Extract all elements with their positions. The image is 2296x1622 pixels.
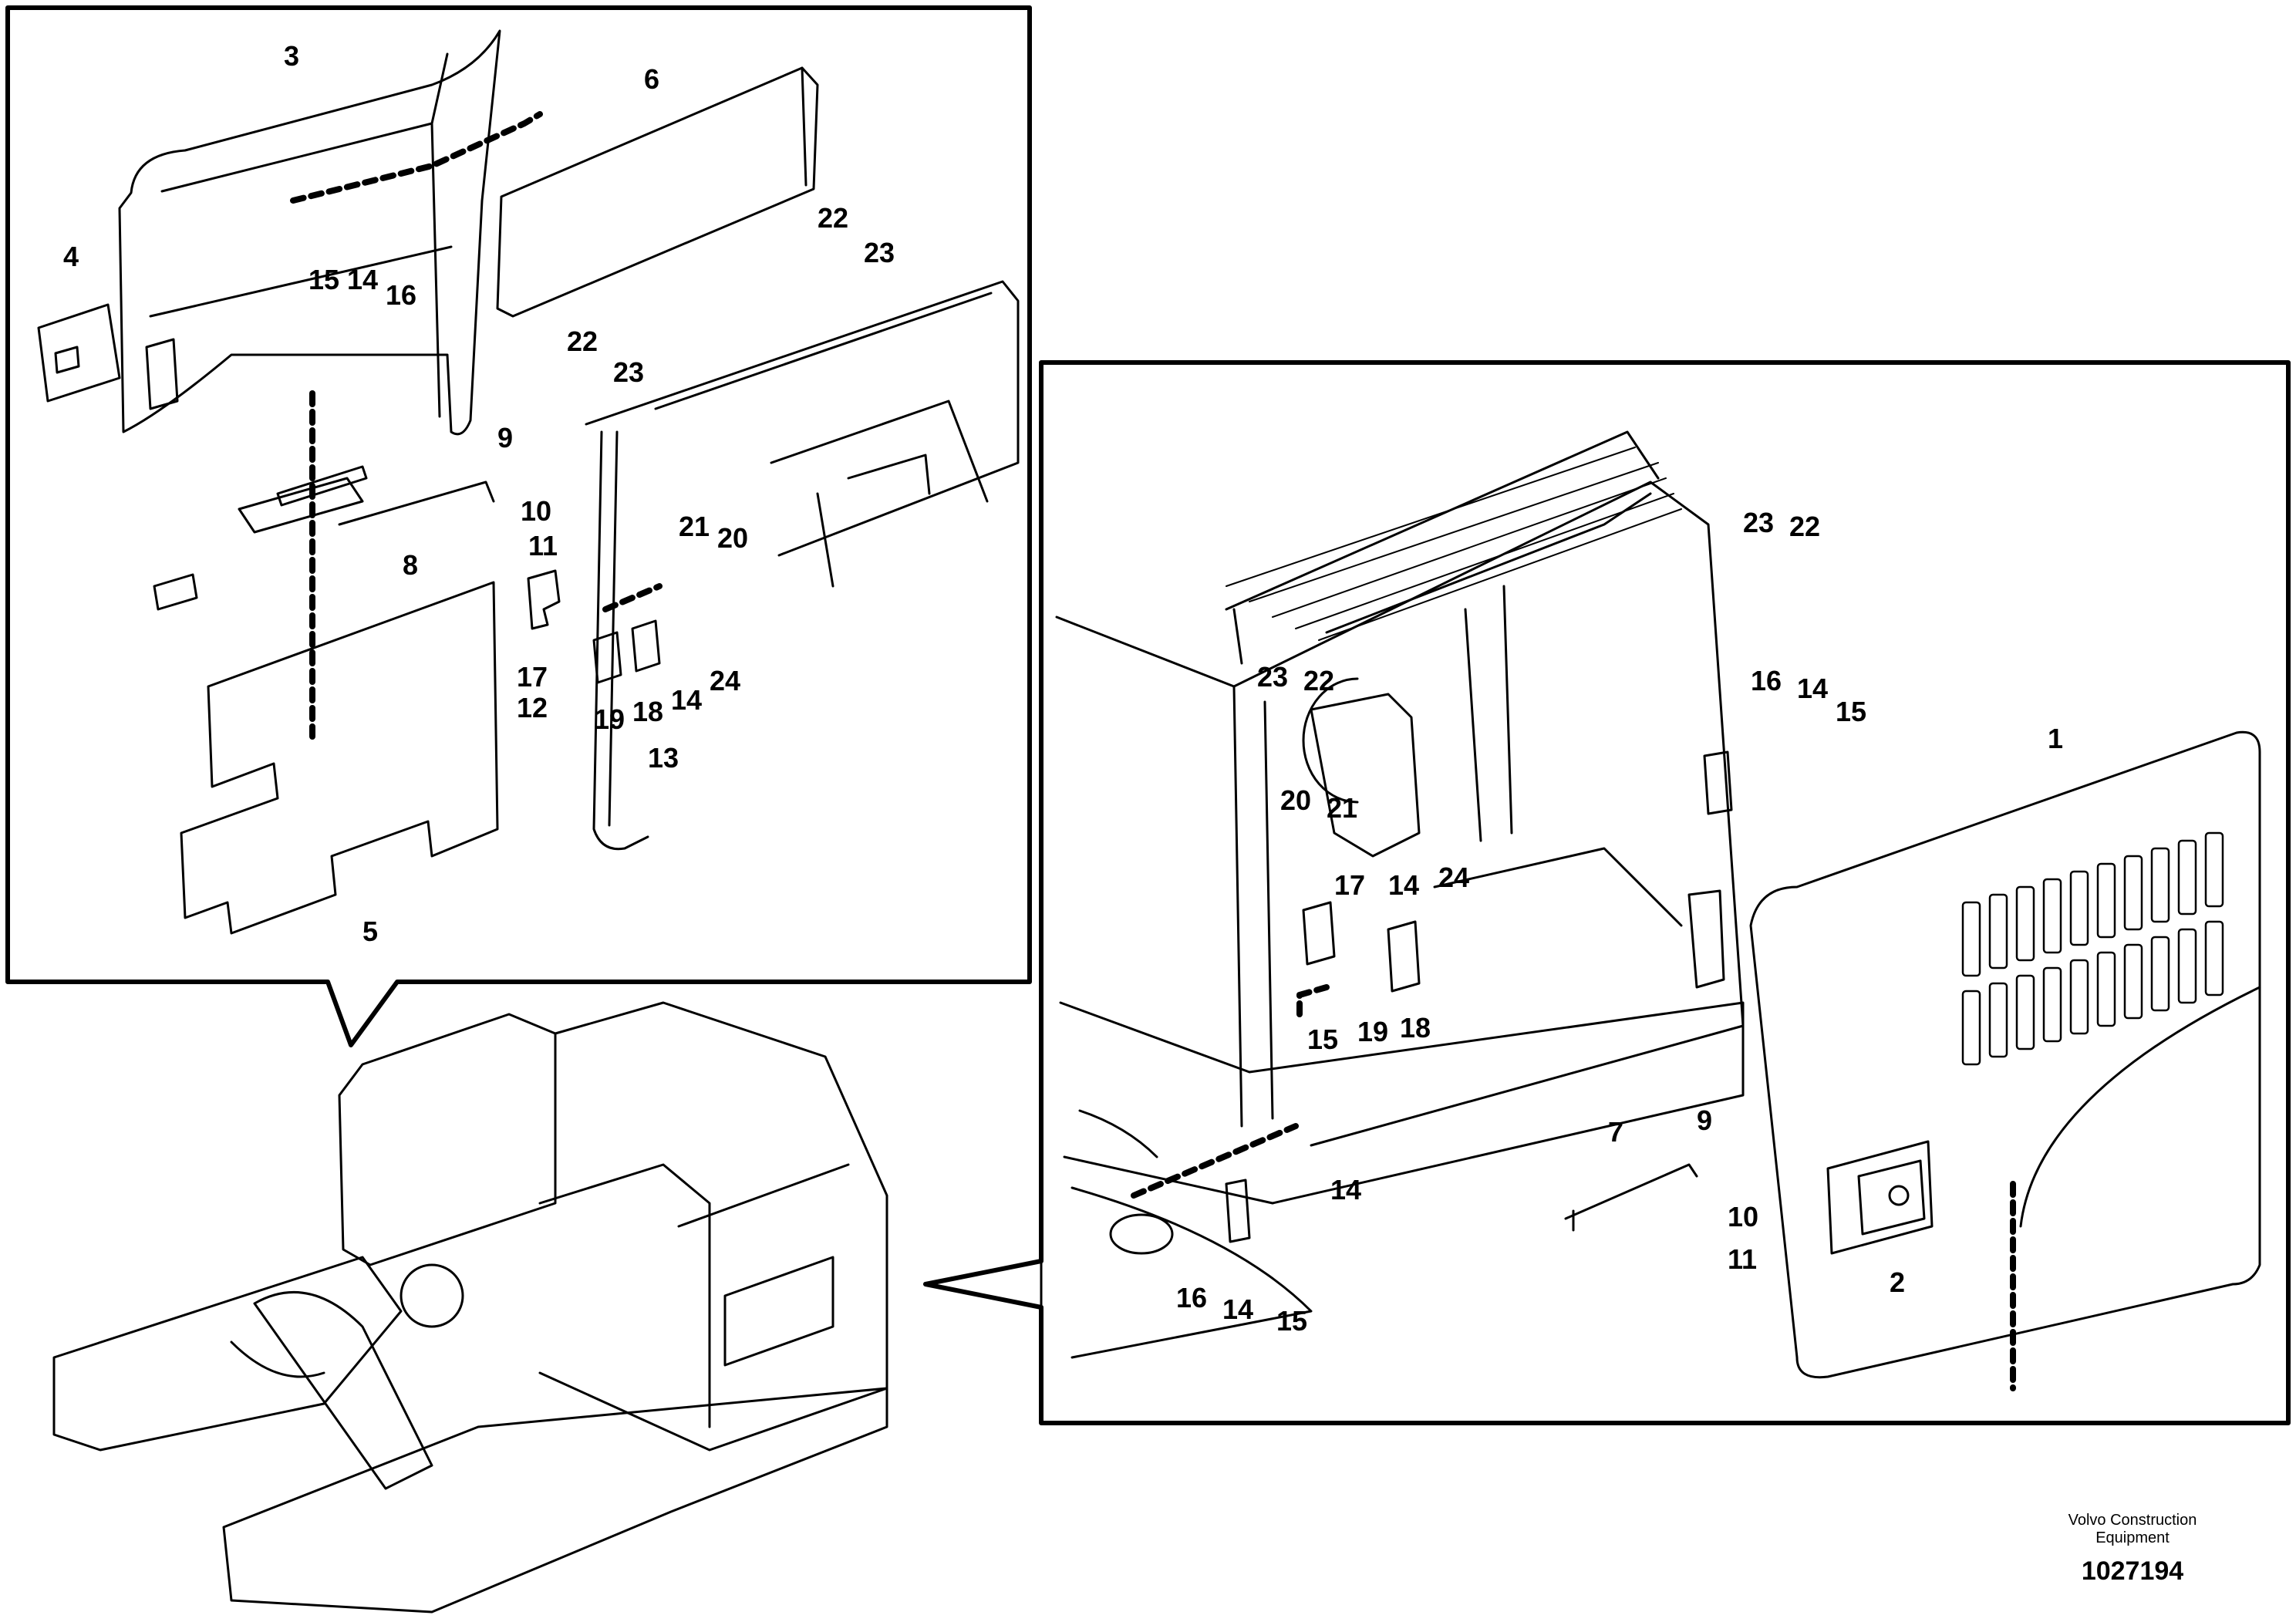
frame-structure — [585, 280, 1020, 851]
leader-dashes-right — [1131, 984, 2016, 1391]
callout-15: 15 — [308, 264, 339, 295]
callout-r10: 10 — [1728, 1201, 1758, 1233]
callout-4: 4 — [63, 241, 79, 272]
callout-r23a: 23 — [1743, 507, 1774, 538]
side-panel-1 — [1749, 730, 2261, 1379]
top-left-detail-frame — [5, 5, 1032, 1047]
rod-8 — [276, 465, 495, 526]
callout-r16: 16 — [1751, 665, 1782, 696]
callout-r17: 17 — [1334, 869, 1365, 901]
bracket-4 — [37, 303, 121, 403]
overview-machine — [52, 1001, 888, 1614]
brackets-17-18-19 — [527, 569, 661, 684]
rod-7 — [1564, 1163, 1698, 1232]
callout-r19: 19 — [1357, 1016, 1388, 1047]
panel-6 — [496, 66, 819, 318]
publisher-line-2: Equipment — [2095, 1529, 2170, 1546]
drawing-number: 1027194 — [2081, 1556, 2184, 1586]
callout-r18: 18 — [1400, 1012, 1431, 1044]
right-callouts: 23 22 23 22 16 14 15 1 20 21 17 14 24 19… — [1176, 507, 2063, 1337]
publisher-line-1: Volvo Construction — [2068, 1512, 2197, 1529]
right-detail-frame — [923, 360, 2291, 1425]
callout-9: 9 — [497, 422, 513, 454]
callout-r21: 21 — [1327, 792, 1357, 824]
callout-17: 17 — [517, 661, 548, 693]
callout-5: 5 — [362, 916, 378, 947]
right-view-structure — [1055, 430, 1745, 1359]
callout-r14c: 14 — [1330, 1174, 1361, 1206]
callout-22b: 22 — [567, 325, 598, 357]
callout-r9: 9 — [1697, 1104, 1712, 1136]
callout-24: 24 — [710, 665, 740, 696]
callout-6: 6 — [644, 63, 659, 95]
callout-12: 12 — [517, 692, 548, 723]
callout-18: 18 — [632, 696, 663, 727]
lock-2 — [1826, 1140, 1934, 1255]
callout-r15: 15 — [1836, 696, 1866, 727]
publisher-caption: Volvo Construction Equipment 1027194 — [2005, 1512, 2260, 1587]
callout-14: 14 — [347, 264, 378, 295]
callout-14b: 14 — [671, 684, 702, 716]
callout-r15b: 15 — [1307, 1023, 1338, 1055]
callout-r22a: 22 — [1789, 511, 1820, 542]
callout-r1: 1 — [2048, 723, 2063, 754]
top-grille — [1226, 447, 1682, 641]
callout-16: 16 — [386, 279, 416, 311]
callout-r11: 11 — [1728, 1243, 1757, 1275]
panel-1-vents — [1961, 831, 2224, 1066]
callout-10: 10 — [521, 495, 551, 527]
right-callout-pointer — [924, 1259, 1043, 1309]
callout-13: 13 — [648, 742, 679, 774]
top-left-callouts: 3 6 4 15 14 16 22 23 22 23 9 10 8 11 21 … — [63, 40, 895, 947]
callout-r14: 14 — [1797, 673, 1828, 704]
callout-20: 20 — [717, 522, 748, 554]
callout-r15c: 15 — [1276, 1305, 1307, 1337]
right-brackets-17-18 — [1225, 901, 1421, 1243]
callout-r14b: 14 — [1388, 869, 1419, 901]
callout-r2: 2 — [1890, 1266, 1905, 1298]
callout-r20: 20 — [1280, 784, 1311, 816]
callout-23b: 23 — [613, 356, 644, 388]
callout-3: 3 — [284, 40, 299, 72]
callout-22: 22 — [818, 202, 848, 234]
leader-dashes-top — [290, 111, 663, 740]
panel-5 — [180, 581, 499, 935]
callout-r14d: 14 — [1222, 1293, 1253, 1325]
callout-11: 11 — [528, 530, 558, 561]
callout-r23b: 23 — [1257, 661, 1288, 693]
callout-r7: 7 — [1608, 1116, 1623, 1148]
callout-r16b: 16 — [1176, 1282, 1207, 1313]
callout-8: 8 — [403, 549, 418, 581]
callout-23: 23 — [864, 237, 895, 268]
callout-r22b: 22 — [1303, 665, 1334, 696]
callout-21: 21 — [679, 511, 710, 542]
callout-19: 19 — [594, 703, 625, 735]
callout-r24: 24 — [1438, 862, 1469, 893]
